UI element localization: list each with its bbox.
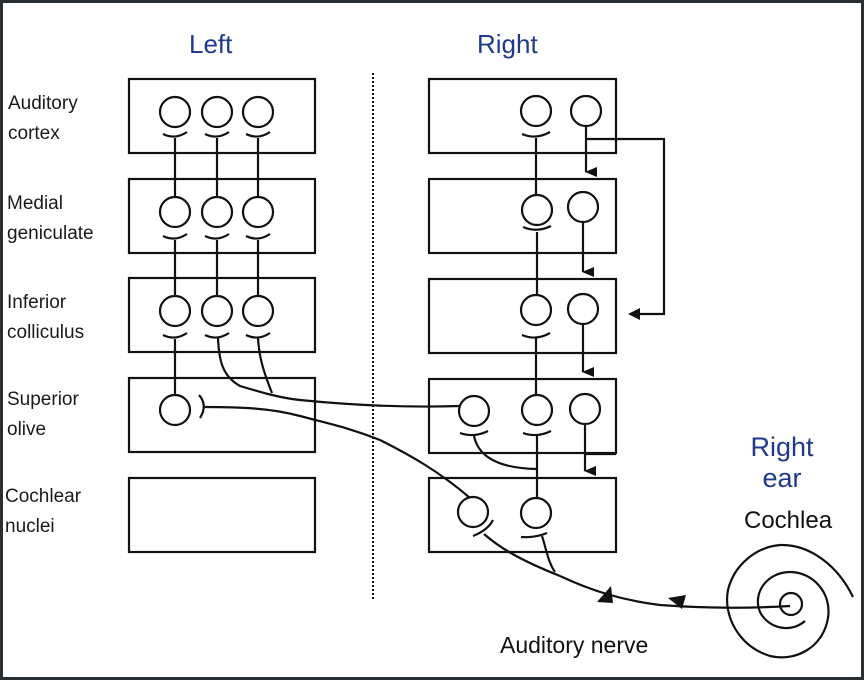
right-cortex-neurons [519, 94, 666, 316]
left-mg-neurons [158, 195, 275, 296]
left-hemisphere-heading: Left [189, 29, 233, 59]
right-box-auditory-cortex [427, 77, 618, 155]
left-box-superior-olive [127, 376, 317, 454]
auditory-nerve-label: Auditory nerve [500, 632, 649, 658]
left-so-neuron [158, 393, 471, 499]
left-box-cochlear-nuclei [127, 476, 317, 554]
level-label-auditory-cortex: Auditory cortex [8, 93, 78, 144]
cochlea-label: Cochlea [744, 507, 833, 534]
right-cn-neurons [456, 495, 561, 578]
left-box-auditory-cortex [127, 77, 317, 155]
level-label-inferior-colliculus: Inferior colliculus [7, 292, 85, 343]
left-box-medial-geniculate [127, 177, 317, 255]
right-ear-label: Right ear [750, 432, 814, 493]
right-ic-neurons [519, 292, 600, 395]
right-box-medial-geniculate [427, 177, 618, 255]
auditory-nerve [559, 575, 791, 609]
level-label-cochlear-nuclei: Cochlear nuclei [5, 486, 82, 537]
left-cortex-neurons [158, 95, 275, 197]
nerve-arrowhead-1 [597, 586, 613, 603]
cochlea-spiral [725, 543, 854, 659]
right-box-superior-olive [427, 377, 618, 455]
right-box-inferior-colliculus [427, 277, 618, 355]
level-label-superior-olive: Superior olive [7, 389, 79, 440]
right-box-cochlear-nuclei [427, 476, 618, 554]
right-mg-neurons [520, 190, 600, 296]
right-so-neurons [457, 392, 616, 497]
feedback-arrowhead [628, 308, 640, 320]
left-ic-neurons [158, 294, 461, 408]
level-label-medial-geniculate: Medial geniculate [7, 193, 94, 244]
nerve-arrowhead-2 [668, 595, 686, 609]
right-hemisphere-heading: Right [477, 29, 538, 59]
left-box-inferior-colliculus [127, 276, 317, 354]
